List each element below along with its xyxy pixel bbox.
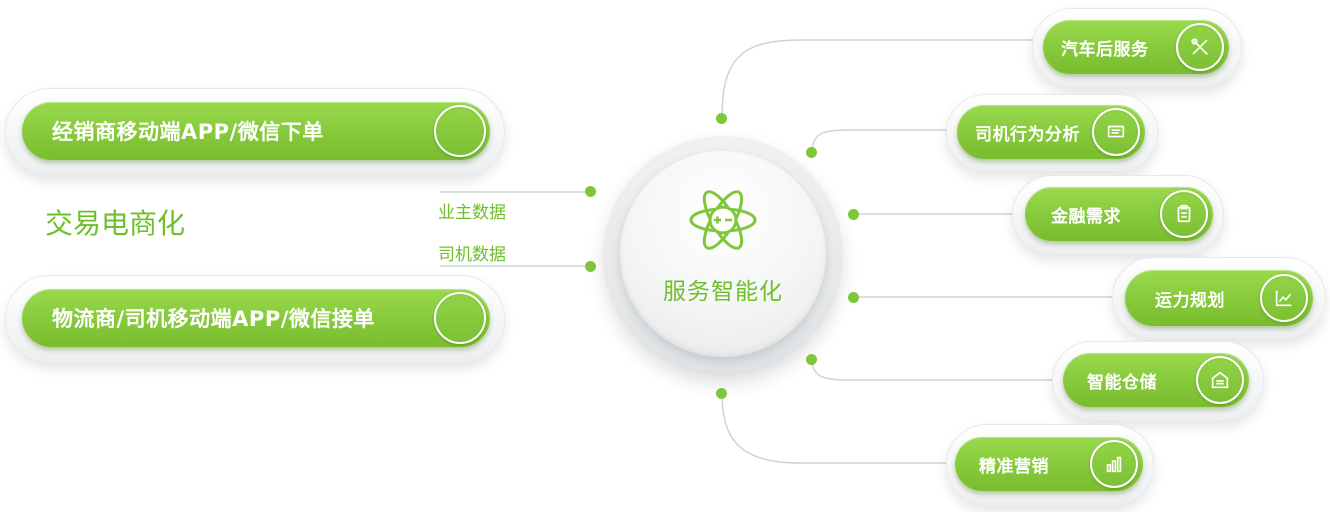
hub-button[interactable] bbox=[620, 151, 826, 357]
connector-dot bbox=[848, 292, 859, 303]
pill-label: 金融需求 bbox=[1051, 206, 1121, 227]
pill-label: 汽车后服务 bbox=[1061, 39, 1149, 60]
warehouse-icon bbox=[1196, 356, 1244, 404]
ruler-chart-icon bbox=[1260, 274, 1308, 322]
pill-label: 经销商移动端APP/微信下单 bbox=[52, 120, 324, 144]
dealer-order-pill[interactable]: 经销商移动端APP/微信下单 bbox=[22, 102, 490, 160]
toggle-knob bbox=[434, 105, 486, 157]
wrench-screwdriver-icon bbox=[1176, 23, 1224, 71]
finance-pill[interactable]: 金融需求 bbox=[1025, 187, 1213, 241]
toggle-knob bbox=[434, 292, 486, 344]
pill-label: 运力规划 bbox=[1155, 290, 1225, 311]
pill-label: 司机行为分析 bbox=[975, 124, 1080, 145]
smart-warehouse-pill[interactable]: 智能仓储 bbox=[1063, 353, 1249, 407]
connector-dot bbox=[585, 186, 596, 197]
connector-dot bbox=[716, 113, 727, 124]
clipboard-icon bbox=[1160, 190, 1208, 238]
section-heading: 交易电商化 bbox=[45, 207, 186, 240]
logistics-order-pill[interactable]: 物流商/司机移动端APP/微信接单 bbox=[22, 289, 490, 347]
connector-dot bbox=[806, 354, 817, 365]
connector-dot bbox=[848, 209, 859, 220]
capacity-planning-pill[interactable]: 运力规划 bbox=[1125, 270, 1313, 326]
driver-data-label: 司机数据 bbox=[438, 245, 506, 265]
after-sales-pill[interactable]: 汽车后服务 bbox=[1043, 20, 1229, 74]
owner-data-label: 业主数据 bbox=[438, 203, 506, 223]
monitor-icon bbox=[1092, 108, 1140, 156]
bar-chart-icon bbox=[1090, 440, 1138, 488]
connector-dot bbox=[585, 261, 596, 272]
pill-label: 物流商/司机移动端APP/微信接单 bbox=[52, 307, 375, 331]
pill-label: 精准营销 bbox=[979, 456, 1049, 477]
driver-behavior-pill[interactable]: 司机行为分析 bbox=[957, 105, 1145, 159]
connector-dot bbox=[806, 147, 817, 158]
connector-dot bbox=[716, 388, 727, 399]
atom-icon bbox=[689, 190, 757, 250]
pill-label: 智能仓储 bbox=[1087, 372, 1157, 393]
precision-marketing-pill[interactable]: 精准营销 bbox=[955, 437, 1143, 491]
hub-title: 服务智能化 bbox=[663, 279, 783, 305]
